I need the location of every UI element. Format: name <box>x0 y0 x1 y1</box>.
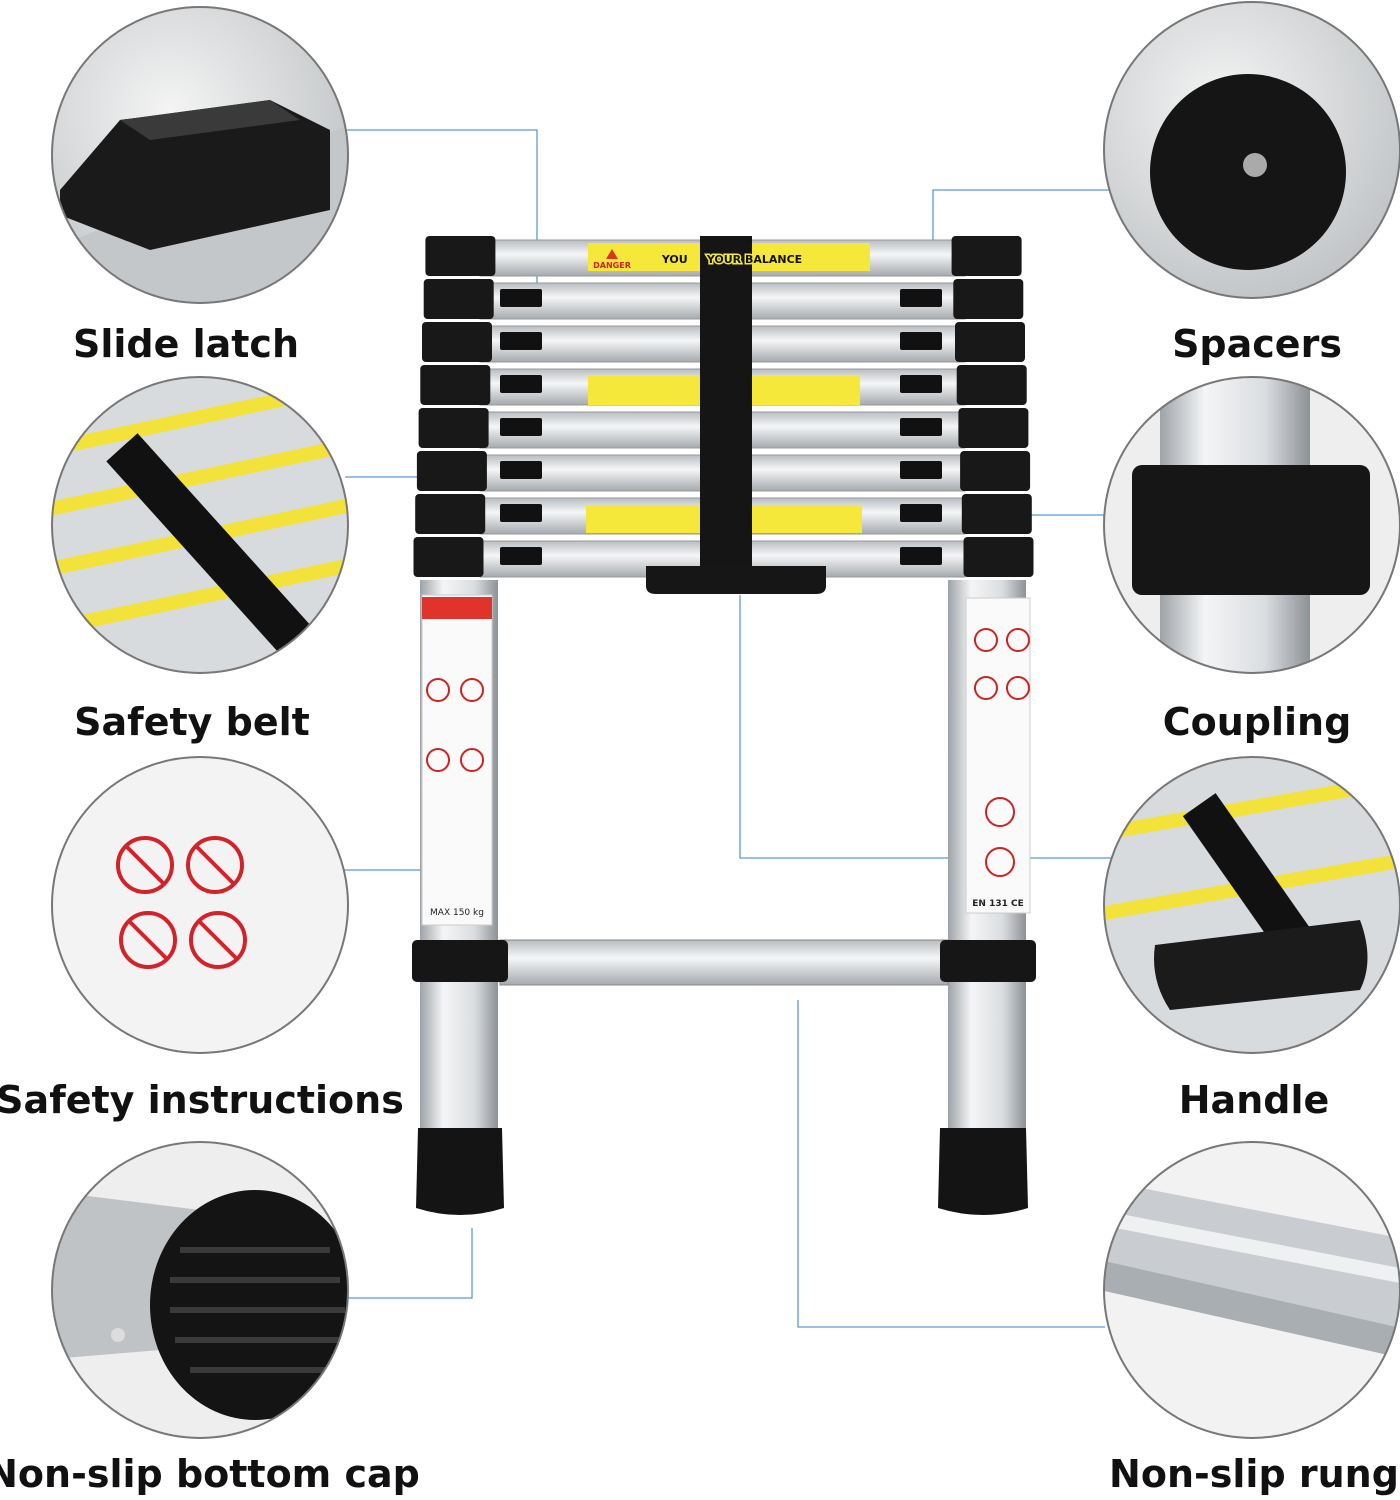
rung-end-cap <box>953 279 1024 319</box>
label-spacers: Spacers <box>1172 322 1342 366</box>
rung-end-cap <box>422 322 492 362</box>
slide-latch <box>900 375 942 393</box>
slide-latch <box>500 418 542 436</box>
rung-end-cap <box>963 537 1034 577</box>
rung-end-cap <box>418 408 489 448</box>
label-handle: Handle <box>1178 1078 1330 1122</box>
detail-slide-latch <box>51 6 349 304</box>
standard-sticker: EN 131 CE <box>972 899 1024 909</box>
rung-end-cap <box>420 365 491 405</box>
ladder: MAX 150 kg EN 131 CE DANGER YOU YOUR BAL… <box>412 236 1036 1215</box>
detail-safety-belt <box>51 376 349 674</box>
slide-latch <box>500 461 542 479</box>
slide-latch <box>500 547 542 565</box>
rung-end-cap <box>961 494 1032 534</box>
slide-latch <box>900 289 942 307</box>
label-slide-latch: Slide latch <box>72 322 300 366</box>
label-coupling: Coupling <box>1162 700 1352 744</box>
rung-end-cap <box>960 451 1031 491</box>
rung-end-cap <box>958 408 1029 448</box>
rung-end-cap <box>423 279 494 319</box>
slide-latch <box>900 504 942 522</box>
slide-latch <box>500 332 542 350</box>
label-rung: Non-slip rung <box>1109 1452 1399 1496</box>
slide-latch <box>900 461 942 479</box>
max-load-sticker: MAX 150 kg <box>430 908 484 918</box>
rung-end-cap <box>425 236 496 276</box>
detail-rung <box>1103 1141 1400 1439</box>
rung-end-cap <box>955 322 1025 362</box>
slide-latch <box>900 547 942 565</box>
label-safety-instructions: Safety instructions <box>0 1078 404 1122</box>
detail-coupling <box>1103 376 1400 674</box>
danger-sticker: DANGER <box>593 261 631 270</box>
rung-end-cap <box>413 537 484 577</box>
slide-latch <box>500 289 542 307</box>
rung-end-cap <box>416 451 487 491</box>
detail-spacers <box>1103 1 1400 299</box>
slide-latch <box>500 375 542 393</box>
slide-latch <box>500 504 542 522</box>
slide-latch <box>900 418 942 436</box>
label-bottom-cap: Non-slip bottom cap <box>0 1452 420 1496</box>
rung-end-cap <box>956 365 1027 405</box>
rung-end-cap <box>415 494 486 534</box>
slide-latch <box>900 332 942 350</box>
detail-bottom-cap <box>51 1141 349 1439</box>
label-safety-belt: Safety belt <box>74 700 310 744</box>
detail-safety-instructions <box>51 756 349 1054</box>
balance-sticker: YOU YOUR BALANCE <box>661 253 802 266</box>
detail-handle <box>1103 756 1400 1054</box>
rung-end-cap <box>951 236 1022 276</box>
